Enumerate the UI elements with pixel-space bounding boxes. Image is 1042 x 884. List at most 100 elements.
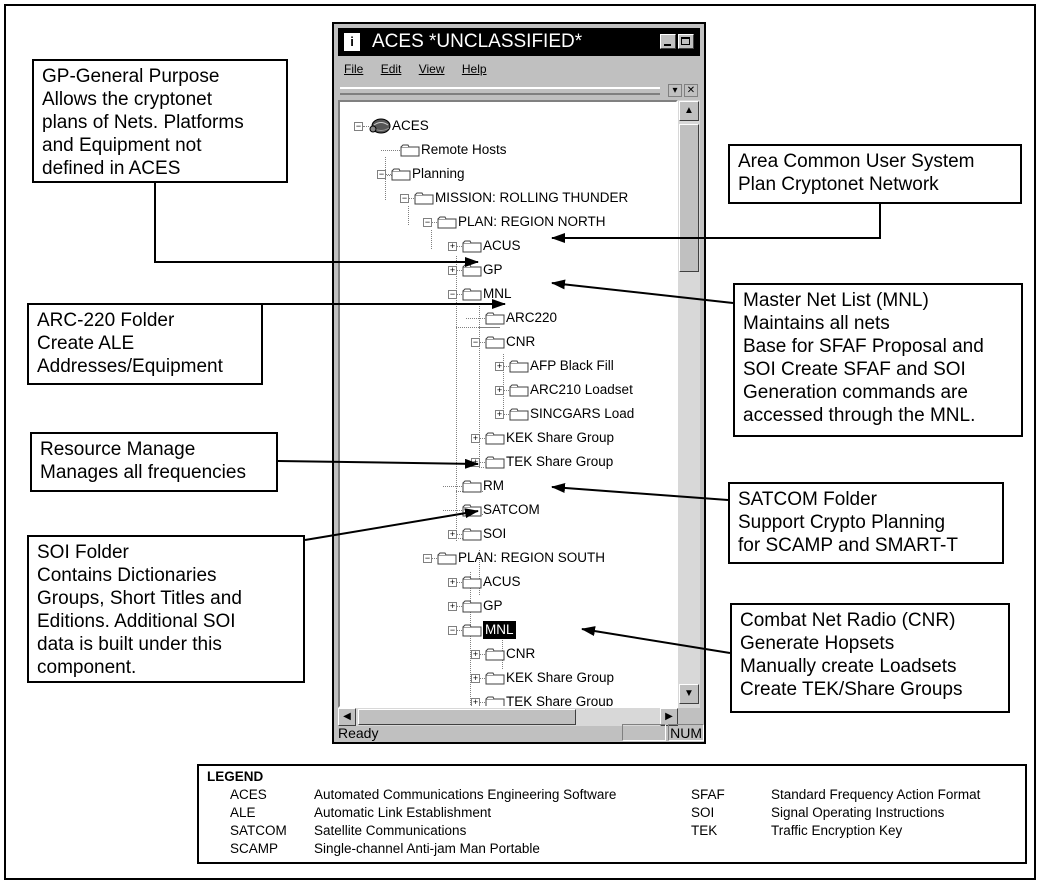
expand-icon[interactable]: + — [448, 265, 457, 275]
tree-node-label[interactable]: TEK Share Group — [506, 454, 614, 469]
callout-mnl-line: Base for SFAF Proposal and — [743, 336, 984, 357]
tree-node-label[interactable]: SINCGARS Load — [530, 406, 635, 421]
tree-node-label[interactable]: MNL — [483, 621, 516, 639]
tree-node[interactable]: + TEK Share Group — [340, 693, 676, 708]
menu-edit[interactable]: Edit — [380, 62, 402, 76]
tree-node-label[interactable]: Planning — [412, 166, 465, 181]
title-bar[interactable]: i ACES *UNCLASSIFIED* — [338, 28, 700, 56]
expand-icon[interactable]: + — [471, 673, 480, 683]
vertical-scrollbar[interactable]: ▲ ▼ — [678, 100, 700, 708]
tree-node[interactable]: + SOI — [340, 525, 676, 543]
horizontal-scrollbar[interactable]: ◀ ▶ — [338, 708, 678, 726]
scroll-down-button[interactable]: ▼ — [679, 684, 699, 704]
collapse-icon[interactable]: − — [400, 193, 409, 203]
expand-icon[interactable]: + — [448, 529, 457, 539]
tree-node-label[interactable]: ACUS — [483, 574, 521, 589]
tree-node[interactable]: − MNL — [340, 621, 676, 639]
tree-node-label[interactable]: CNR — [506, 646, 536, 661]
tree-node-label[interactable]: KEK Share Group — [506, 430, 615, 445]
tree-node[interactable]: + SINCGARS Load — [340, 405, 676, 423]
expand-icon[interactable]: + — [471, 649, 480, 659]
collapse-icon[interactable]: − — [423, 217, 432, 227]
expand-icon[interactable]: + — [495, 361, 504, 371]
menu-help[interactable]: Help — [461, 62, 487, 76]
menu-file[interactable]: File — [344, 62, 364, 76]
tree-node-label[interactable]: GP — [483, 598, 503, 613]
tree-node[interactable]: ARC220 — [340, 309, 676, 327]
tree-node-label[interactable]: ARC220 — [506, 310, 558, 325]
tree-node[interactable]: + GP — [340, 261, 676, 279]
tree-node[interactable]: + ACUS — [340, 573, 676, 591]
vertical-scroll-thumb[interactable] — [679, 124, 699, 272]
toolbar-grip[interactable] — [340, 87, 660, 95]
expand-icon[interactable]: + — [448, 577, 457, 587]
expand-icon[interactable]: + — [471, 433, 480, 443]
tree-connector — [363, 126, 369, 127]
tree-node-label[interactable]: SATCOM — [483, 502, 540, 517]
collapse-icon[interactable]: − — [423, 553, 432, 563]
folder-icon — [485, 312, 505, 325]
horizontal-scroll-thumb[interactable] — [358, 709, 576, 725]
tree-node[interactable]: + TEK Share Group — [340, 453, 676, 471]
tree-node-label[interactable]: TEK Share Group — [506, 694, 614, 708]
minimize-button[interactable] — [660, 34, 676, 49]
collapse-icon[interactable]: − — [377, 169, 386, 179]
tree-node-label[interactable]: MNL — [483, 286, 512, 301]
scroll-up-button[interactable]: ▲ — [679, 101, 699, 121]
tree-node[interactable]: RM — [340, 477, 676, 495]
tree-node-label[interactable]: KEK Share Group — [506, 670, 615, 685]
tree-node-label[interactable]: ARC210 Loadset — [530, 382, 633, 397]
callout-gp-line: defined in ACES — [42, 158, 181, 179]
tree-node-label[interactable]: ACUS — [483, 238, 521, 253]
tree-node[interactable]: + KEK Share Group — [340, 669, 676, 687]
tree-node-label[interactable]: ACES — [392, 118, 429, 133]
tree-node-label[interactable]: Remote Hosts — [421, 142, 507, 157]
callout-mnl-line: Master Net List (MNL) — [743, 290, 929, 311]
tree-node-label[interactable]: PLAN: REGION SOUTH — [458, 550, 606, 565]
tree-node[interactable]: + AFP Black Fill — [340, 357, 676, 375]
tree-node-label[interactable]: GP — [483, 262, 503, 277]
tree-node[interactable]: + ACUS — [340, 237, 676, 255]
menu-view[interactable]: View — [418, 62, 445, 76]
collapse-icon[interactable]: − — [448, 625, 457, 635]
collapse-icon[interactable]: − — [448, 289, 457, 299]
tree-node-label[interactable]: MISSION: ROLLING THUNDER — [435, 190, 629, 205]
tree-node[interactable]: + KEK Share Group — [340, 429, 676, 447]
tree-node[interactable]: + ARC210 Loadset — [340, 381, 676, 399]
toolbar-close-button[interactable]: ✕ — [684, 84, 698, 97]
tree-node[interactable]: + GP — [340, 597, 676, 615]
scroll-left-button[interactable]: ◀ — [338, 708, 356, 726]
tree-node[interactable]: Remote Hosts — [340, 141, 676, 159]
collapse-icon[interactable]: − — [354, 121, 363, 131]
tree-connector — [457, 630, 462, 631]
tree-node-label[interactable]: RM — [483, 478, 504, 493]
tree-node[interactable]: − PLAN: REGION SOUTH — [340, 549, 676, 567]
tree-node[interactable]: − ACES — [340, 117, 676, 135]
expand-icon[interactable]: + — [471, 697, 480, 707]
collapse-icon[interactable]: − — [471, 337, 480, 347]
callout-rm: Resource Manage Manages all frequencies — [30, 432, 278, 492]
expand-icon[interactable]: + — [448, 601, 457, 611]
tree-node-label[interactable]: PLAN: REGION NORTH — [458, 214, 606, 229]
expand-icon[interactable]: + — [448, 241, 457, 251]
tree-node[interactable]: SATCOM — [340, 501, 676, 519]
aces-app-icon[interactable]: i — [344, 33, 360, 51]
tree-node-label[interactable]: CNR — [506, 334, 536, 349]
tree-node[interactable]: − Planning — [340, 165, 676, 183]
tree-node[interactable]: − MISSION: ROLLING THUNDER — [340, 189, 676, 207]
tree-view[interactable]: − ACES Remote Hosts − Planning − MISSION: ROLL… — [338, 100, 678, 708]
maximize-button[interactable] — [678, 34, 694, 49]
scroll-right-button[interactable]: ▶ — [660, 708, 678, 726]
tree-node[interactable]: − PLAN: REGION NORTH — [340, 213, 676, 231]
tree-node-label[interactable]: SOI — [483, 526, 507, 541]
tree-node-label[interactable]: AFP Black Fill — [530, 358, 614, 373]
folder-icon — [485, 696, 505, 706]
toolbar-dropdown-button[interactable]: ▾ — [668, 84, 682, 97]
tree-node[interactable]: + CNR — [340, 645, 676, 663]
tree-node[interactable]: − MNL — [340, 285, 676, 303]
callout-cnr-line: Create TEK/Share Groups — [740, 679, 963, 700]
expand-icon[interactable]: + — [495, 385, 504, 395]
tree-node[interactable]: − CNR — [340, 333, 676, 351]
expand-icon[interactable]: + — [471, 457, 480, 467]
expand-icon[interactable]: + — [495, 409, 504, 419]
